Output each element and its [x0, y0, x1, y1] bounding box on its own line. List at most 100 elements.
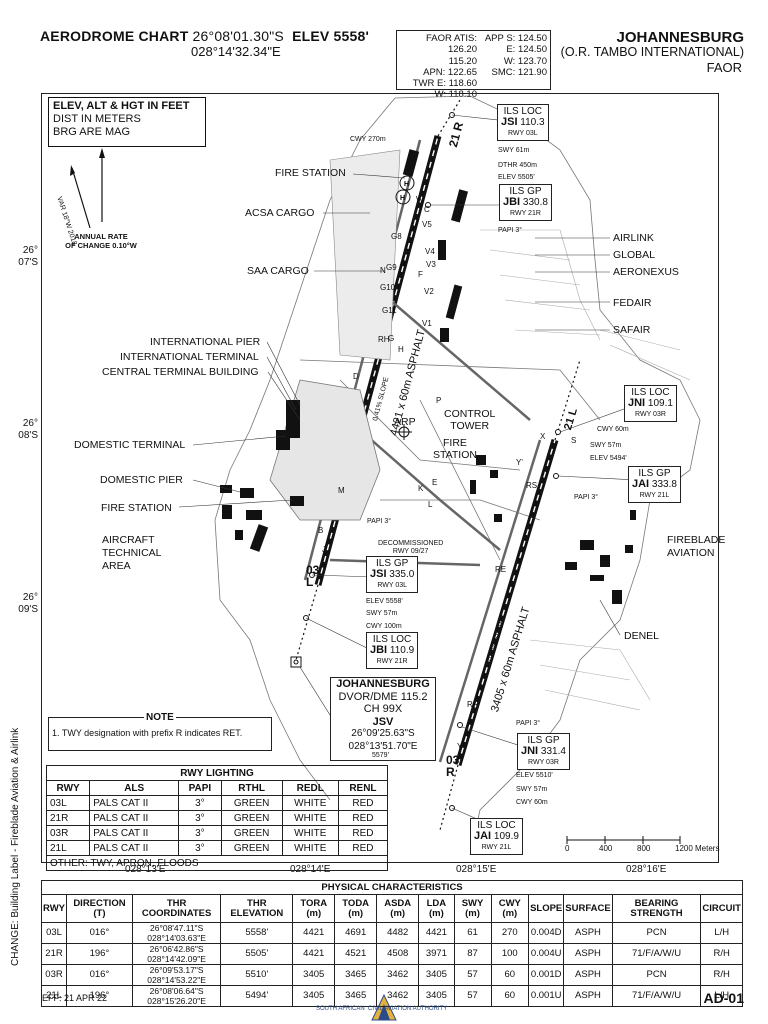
taxiway-s: S — [571, 436, 577, 445]
annotation-11: SWY 57m — [366, 610, 398, 617]
taxiway-l: L — [428, 500, 433, 509]
lat-label-07: 26°07'S — [12, 245, 38, 269]
phys-cell: R/H — [700, 964, 743, 986]
rwyl-cell: GREEN — [220, 825, 283, 841]
vor-icon — [290, 656, 302, 668]
navbox-loc-jni-freq: 109.1 — [647, 398, 673, 409]
lat-08-min: 08'S — [18, 430, 38, 441]
chart-longitude: 028°14'32.34"E — [191, 44, 281, 59]
rwyl-cell: PALS CAT II — [89, 825, 180, 841]
annual-rate-l2: OF CHANGE 0.10°W — [65, 241, 137, 250]
navbox-loc-jbi-freq: 110.9 — [389, 645, 415, 656]
boundary-lines — [214, 95, 701, 856]
lat-07-deg: 26° — [22, 245, 38, 256]
navbox-loc-jsi-freq: 110.3 — [520, 117, 545, 128]
phys-cell: 270 — [490, 922, 530, 944]
taxiway-w: W — [416, 195, 424, 204]
navbox-loc-jai-rwy: RWY 21L — [481, 844, 512, 851]
taxiway-rr: RR — [467, 700, 479, 709]
navbox-gp-jni-rwy: RWY 03R — [528, 759, 559, 766]
phys-header-7: LDA (m) — [418, 894, 455, 923]
vor-name: JOHANNESBURG — [336, 678, 430, 690]
phys-cell: 57 — [453, 985, 492, 1007]
rwyl-cell: WHITE — [281, 810, 339, 826]
label-aircraft-technical: AIRCRAFT TECHNICAL AREA — [102, 534, 162, 573]
vor-elevation: 5579' — [372, 752, 389, 759]
leader-lines — [178, 114, 639, 828]
label-global: GLOBAL — [613, 249, 656, 261]
vor-lat: 26°09'25.63"S — [351, 728, 415, 739]
navbox-gp-jai-rwy: RWY 21L — [639, 492, 670, 499]
thr-coord-part: 028°14'53.22"E — [147, 975, 206, 985]
phys-cell: 016° — [66, 964, 133, 986]
navbox-loc-jsi-id: JSI — [501, 116, 518, 128]
helipad-labels: HH — [400, 181, 409, 202]
label-aviation: AVIATION — [667, 547, 715, 559]
taxiway-v5: V5 — [422, 220, 432, 229]
taxiway-d: D — [353, 372, 359, 381]
rwyl-cell: GREEN — [220, 810, 283, 826]
phys-cell: 5505' — [220, 943, 294, 965]
rwyl-header-4: REDL — [281, 780, 339, 796]
helipads — [395, 175, 415, 205]
annotation-10: ELEV 5558' — [366, 598, 403, 605]
phys-cell: 4691 — [334, 922, 378, 944]
note-text: 1. TWY designation with prefix R indicat… — [52, 728, 243, 738]
annotation-2: DTHR 450m — [498, 162, 537, 169]
label-control-tower: CONTROL TOWER — [444, 408, 495, 432]
taxiway-v4: V4 — [425, 247, 435, 256]
phys-cell: PCN — [611, 964, 702, 986]
annotation-8: PAPI 3° — [574, 494, 599, 501]
rwyl-cell: WHITE — [281, 825, 339, 841]
label-international-terminal: INTERNATIONAL TERMINAL — [120, 351, 259, 363]
navbox-loc-jni-type: ILS LOC — [631, 387, 670, 398]
label-technical: TECHNICAL — [102, 547, 162, 559]
scale-0: 0 — [565, 844, 570, 853]
navbox-loc-jni-rwy: RWY 03R — [635, 411, 666, 418]
taxiway-a: A — [410, 150, 416, 159]
rwyl-cell: 3° — [178, 825, 222, 841]
taxiway-h: H — [398, 345, 404, 354]
rwyl-cell: 3° — [178, 810, 222, 826]
rwy-lighting-title: RWY LIGHTING — [46, 765, 388, 781]
freq-left-1: 115.20 — [448, 55, 477, 67]
phys-cell: 3405 — [418, 964, 455, 986]
phys-cell: 3462 — [376, 964, 420, 986]
vor-lon: 028°13'51.70"E — [348, 740, 418, 752]
lat-07-min: 07'S — [18, 257, 38, 268]
annotation-5: CWY 60m — [597, 426, 629, 433]
navbox-loc-jbi: ILS LOC JBI 110.9 RWY 21R — [366, 632, 419, 669]
phys-cell: 3465 — [334, 985, 378, 1007]
navbox-gp-jbi-freq: 330.8 — [522, 197, 548, 208]
sacaa-logo — [371, 993, 397, 1021]
phys-cell: 196° — [66, 985, 133, 1007]
annotation-7: ELEV 5494' — [590, 455, 627, 462]
phys-cell: 196° — [66, 943, 133, 965]
north-apron — [329, 149, 401, 361]
rwyl-cell: RED — [337, 825, 389, 841]
taxiway-g11: G11 — [382, 306, 397, 315]
thr-coord-part: 028°14'42.09"E — [147, 954, 206, 964]
navbox-loc-jai-id: JAI — [474, 830, 492, 842]
taxiway-rs: RS — [526, 481, 538, 490]
label-decommissioned: DECOMMISSIONED RWY 09/27 — [378, 540, 443, 556]
label-saa-cargo: SAA CARGO — [247, 265, 309, 277]
taxiway-n: N — [380, 266, 386, 275]
taxiway-f: F — [418, 270, 423, 279]
annotation-14: ELEV 5510' — [516, 772, 553, 779]
phys-header-2: THR COORDINATES — [131, 894, 222, 923]
navbox-loc-jai-freq: 109.9 — [493, 831, 519, 842]
freq-right-2: W: 123.70 — [503, 55, 547, 67]
rwy-end-03l: 03 L — [306, 563, 320, 589]
phys-header-0: RWY — [41, 894, 67, 923]
taxiway-g10: G10 — [380, 283, 396, 292]
phys-cell: 4508 — [376, 943, 420, 965]
note-title: NOTE — [144, 712, 176, 723]
phys-cell: 60 — [490, 985, 530, 1007]
lat-09-min: 09'S — [18, 604, 38, 615]
taxiway-g8: G8 — [391, 232, 402, 241]
navbox-gp-jai-id: JAI — [632, 478, 650, 490]
